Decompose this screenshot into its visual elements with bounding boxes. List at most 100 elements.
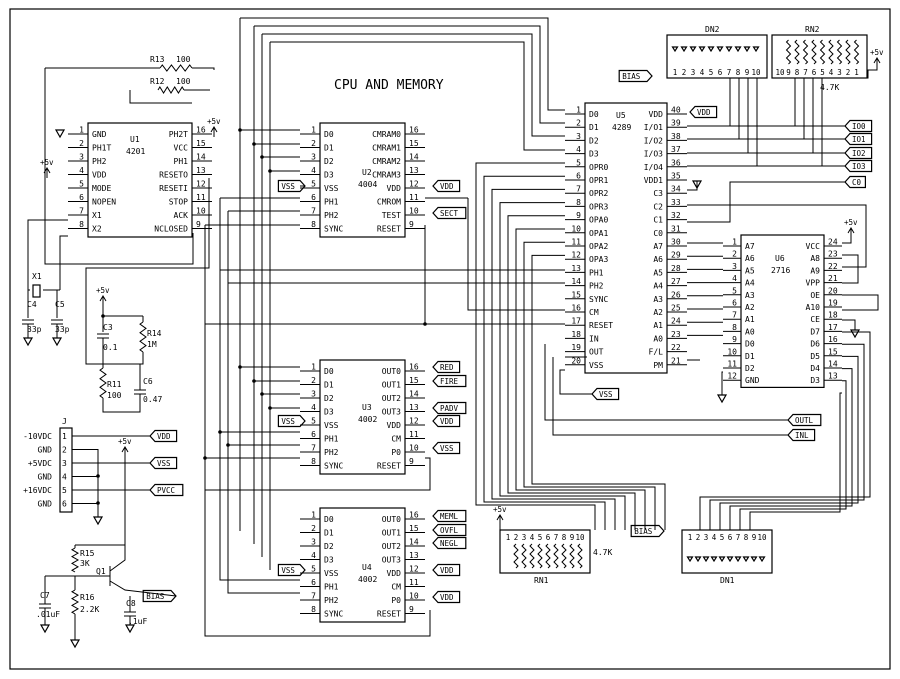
wire: [709, 343, 865, 530]
pin-name: A5: [745, 266, 755, 275]
pin-number: 17: [828, 323, 838, 332]
network-resistor: [537, 543, 543, 569]
pin-number: 22: [671, 343, 681, 352]
resistor-value: 3K: [80, 559, 90, 568]
network-pin-number: 10: [751, 68, 761, 77]
pin-name: OPA0: [589, 216, 608, 225]
network-resistor: [553, 543, 559, 569]
network-pin-number: 8: [744, 533, 749, 542]
pin-name: D5: [810, 352, 820, 361]
pin-name: CE: [810, 315, 820, 324]
pin-name: OUT2: [382, 542, 401, 551]
network-pin-number: 4: [829, 68, 834, 77]
net-label-outline: [149, 456, 178, 470]
pin-name: D0: [324, 515, 334, 524]
pin-number: 8: [576, 198, 581, 207]
resistor: [70, 547, 80, 573]
network-pin-number: 3: [837, 68, 842, 77]
pin-number: 4: [79, 166, 84, 175]
pin-number: 10: [409, 592, 419, 601]
ground-symbol: [124, 624, 136, 634]
pin-name: D0: [324, 130, 334, 139]
pin-name: VSS: [324, 569, 339, 578]
chip-part: 4002: [358, 415, 377, 424]
pin-name: OUT0: [382, 367, 401, 376]
pin-name: D3: [589, 150, 599, 159]
pin-number: 24: [828, 238, 838, 247]
network-pin-number: 6: [546, 533, 551, 542]
pin-name: PH1: [174, 157, 189, 166]
resistor-value: 2.2K: [80, 605, 99, 614]
network-ref: DN2: [705, 25, 720, 34]
net-label-outline: [432, 590, 461, 604]
network-pin-number: 9: [745, 68, 750, 77]
diode: [680, 46, 688, 53]
wire: [721, 371, 723, 395]
pin-number: 9: [409, 220, 414, 229]
pin-number: 1: [732, 238, 737, 247]
diode: [742, 556, 750, 563]
net-label-j_vdd: VDD: [149, 429, 178, 443]
wire: [739, 380, 847, 530]
wire: [102, 398, 128, 413]
pin-name: SYNC: [324, 610, 343, 619]
pin-name: I/O2: [644, 136, 663, 145]
net-label-text: IO2: [852, 149, 866, 158]
pin-name: A7: [653, 242, 663, 251]
net-label-text: VSS: [440, 444, 454, 453]
pin-number: 15: [409, 139, 419, 148]
junction-dot: [218, 430, 222, 434]
network-pin-number: 9: [570, 533, 575, 542]
pin-name: D1: [324, 381, 334, 390]
net-label-text: VDD: [157, 432, 171, 441]
net-label-vdd_u4p0: VDD: [432, 590, 461, 604]
pin-number: 12: [409, 417, 419, 426]
pin-name: VDD: [387, 569, 402, 578]
ground-symbol: [69, 639, 81, 649]
diode: [726, 556, 734, 563]
pin-name: CM: [391, 583, 401, 592]
net-label-vdd_u2: VDD: [432, 179, 461, 193]
net-label-meml: MEML: [432, 509, 467, 523]
pin-number: 2: [311, 139, 316, 148]
diode: [671, 46, 679, 53]
pin-name: A0: [653, 334, 663, 343]
pin-number: 16: [196, 126, 206, 135]
pin-number: 20: [571, 356, 581, 365]
pin-number: 2: [79, 139, 84, 148]
ground-symbol: [54, 129, 66, 139]
network-pin-number: 8: [795, 68, 800, 77]
pin-number: 4: [311, 551, 316, 560]
capacitor-ref: C3: [103, 323, 113, 332]
pin-name: X2: [92, 225, 102, 234]
network-pin-number: 10: [757, 533, 767, 542]
net-label-outline: [149, 429, 178, 443]
pin-name: A6: [653, 255, 663, 264]
network-pin-number: 10: [575, 533, 585, 542]
diode: [734, 46, 742, 53]
wire: [109, 545, 126, 572]
wire: [240, 17, 565, 111]
pin-number: 2: [576, 119, 581, 128]
power-label: +5v: [118, 437, 132, 446]
pin-number: 23: [828, 250, 838, 259]
wire: [491, 188, 616, 530]
pin-number: 28: [671, 264, 681, 273]
junction-dot: [268, 169, 272, 173]
pin-name: RESET: [377, 462, 401, 471]
junction-dot: [252, 379, 256, 383]
pin-number: 5: [732, 286, 737, 295]
pin-name: VCC: [174, 144, 189, 153]
chip-ref: U1: [130, 135, 140, 144]
pin-name: SYNC: [324, 462, 343, 471]
pin-name: A7: [745, 242, 755, 251]
resistor: [157, 86, 185, 94]
pin-number: 4: [311, 403, 316, 412]
pin-name: CMRAM0: [372, 130, 401, 139]
pin-name: D0: [745, 340, 755, 349]
net-label-outline: [432, 509, 467, 523]
net-label-text: PADV: [440, 404, 459, 413]
capacitor-value: 0.1: [103, 343, 118, 352]
net-label-outline: [277, 563, 306, 577]
